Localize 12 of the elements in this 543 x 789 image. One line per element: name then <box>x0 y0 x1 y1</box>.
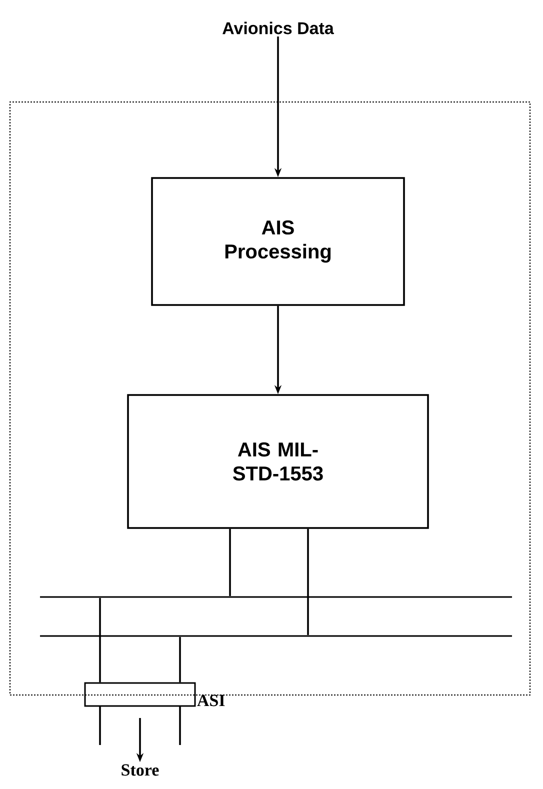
connector-line <box>99 598 101 682</box>
text-label: Store <box>122 764 159 776</box>
text-label: Avionics Data <box>222 22 334 34</box>
process-box: AIS MIL-STD-1553 <box>127 394 429 529</box>
bus-line <box>40 635 512 637</box>
dashed-frame <box>10 102 530 696</box>
interface-label: ASI <box>197 694 225 706</box>
connector-line <box>229 528 231 596</box>
connector-line <box>307 528 309 635</box>
process-box: AIS Processing <box>151 177 405 306</box>
bus-line <box>40 596 512 598</box>
connector-line <box>179 637 181 682</box>
